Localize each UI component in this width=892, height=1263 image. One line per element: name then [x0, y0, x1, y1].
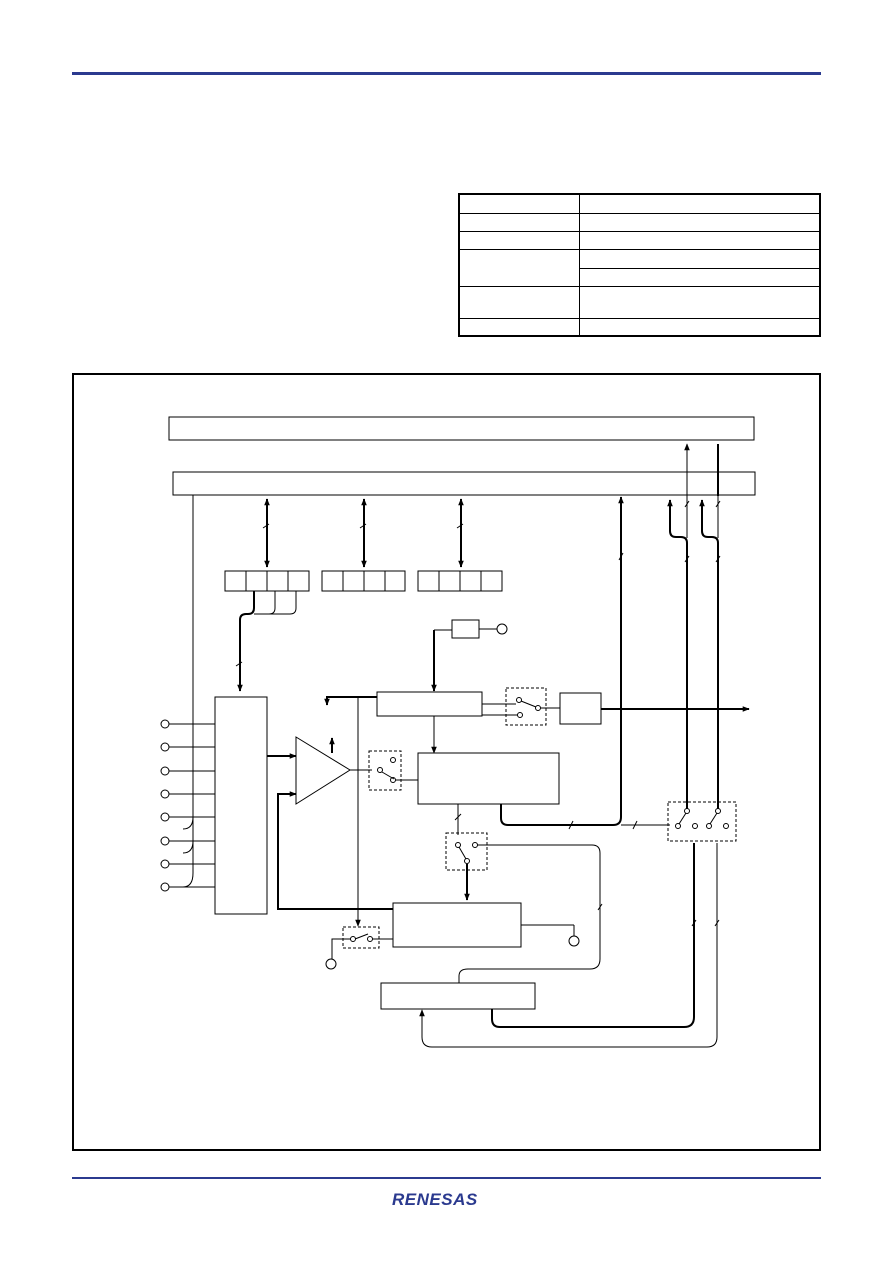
output-buffer [559, 692, 602, 725]
clock-block [451, 619, 480, 639]
table-row [458, 285, 821, 320]
comparator-switch [368, 750, 402, 791]
header-rule [72, 72, 821, 75]
feedback-switch [445, 832, 488, 871]
result-register [417, 752, 560, 805]
bus-bar-internal [172, 471, 756, 496]
bus-bar-top [168, 416, 755, 441]
comparator [295, 736, 351, 805]
diagram-frame [72, 373, 821, 1151]
result-to-bus-line [500, 496, 624, 826]
mux-select-line [237, 591, 255, 692]
output-switch [505, 687, 547, 726]
logo-text: RENESAS [392, 1190, 478, 1209]
register-group-3 [417, 570, 503, 592]
table-row [458, 249, 821, 287]
renesas-logo: RENESAS [392, 1190, 478, 1209]
block-diagram [72, 373, 821, 1151]
table-row [458, 212, 821, 233]
control-register-block [376, 691, 483, 717]
table-row [458, 193, 821, 214]
spec-table [458, 193, 821, 337]
table-row [458, 231, 821, 251]
analog-multiplexer [214, 696, 268, 915]
register-group-1 [224, 570, 310, 592]
data-register-block [380, 982, 536, 1010]
data-switch-pair [667, 801, 737, 842]
table-row [458, 318, 821, 337]
analog-input-pins [160, 719, 215, 892]
dac-block [392, 902, 522, 948]
footer-rule [72, 1177, 821, 1179]
register-group-2 [321, 570, 406, 592]
bus-to-inputs-line [182, 495, 194, 888]
reference-switch [342, 926, 380, 949]
